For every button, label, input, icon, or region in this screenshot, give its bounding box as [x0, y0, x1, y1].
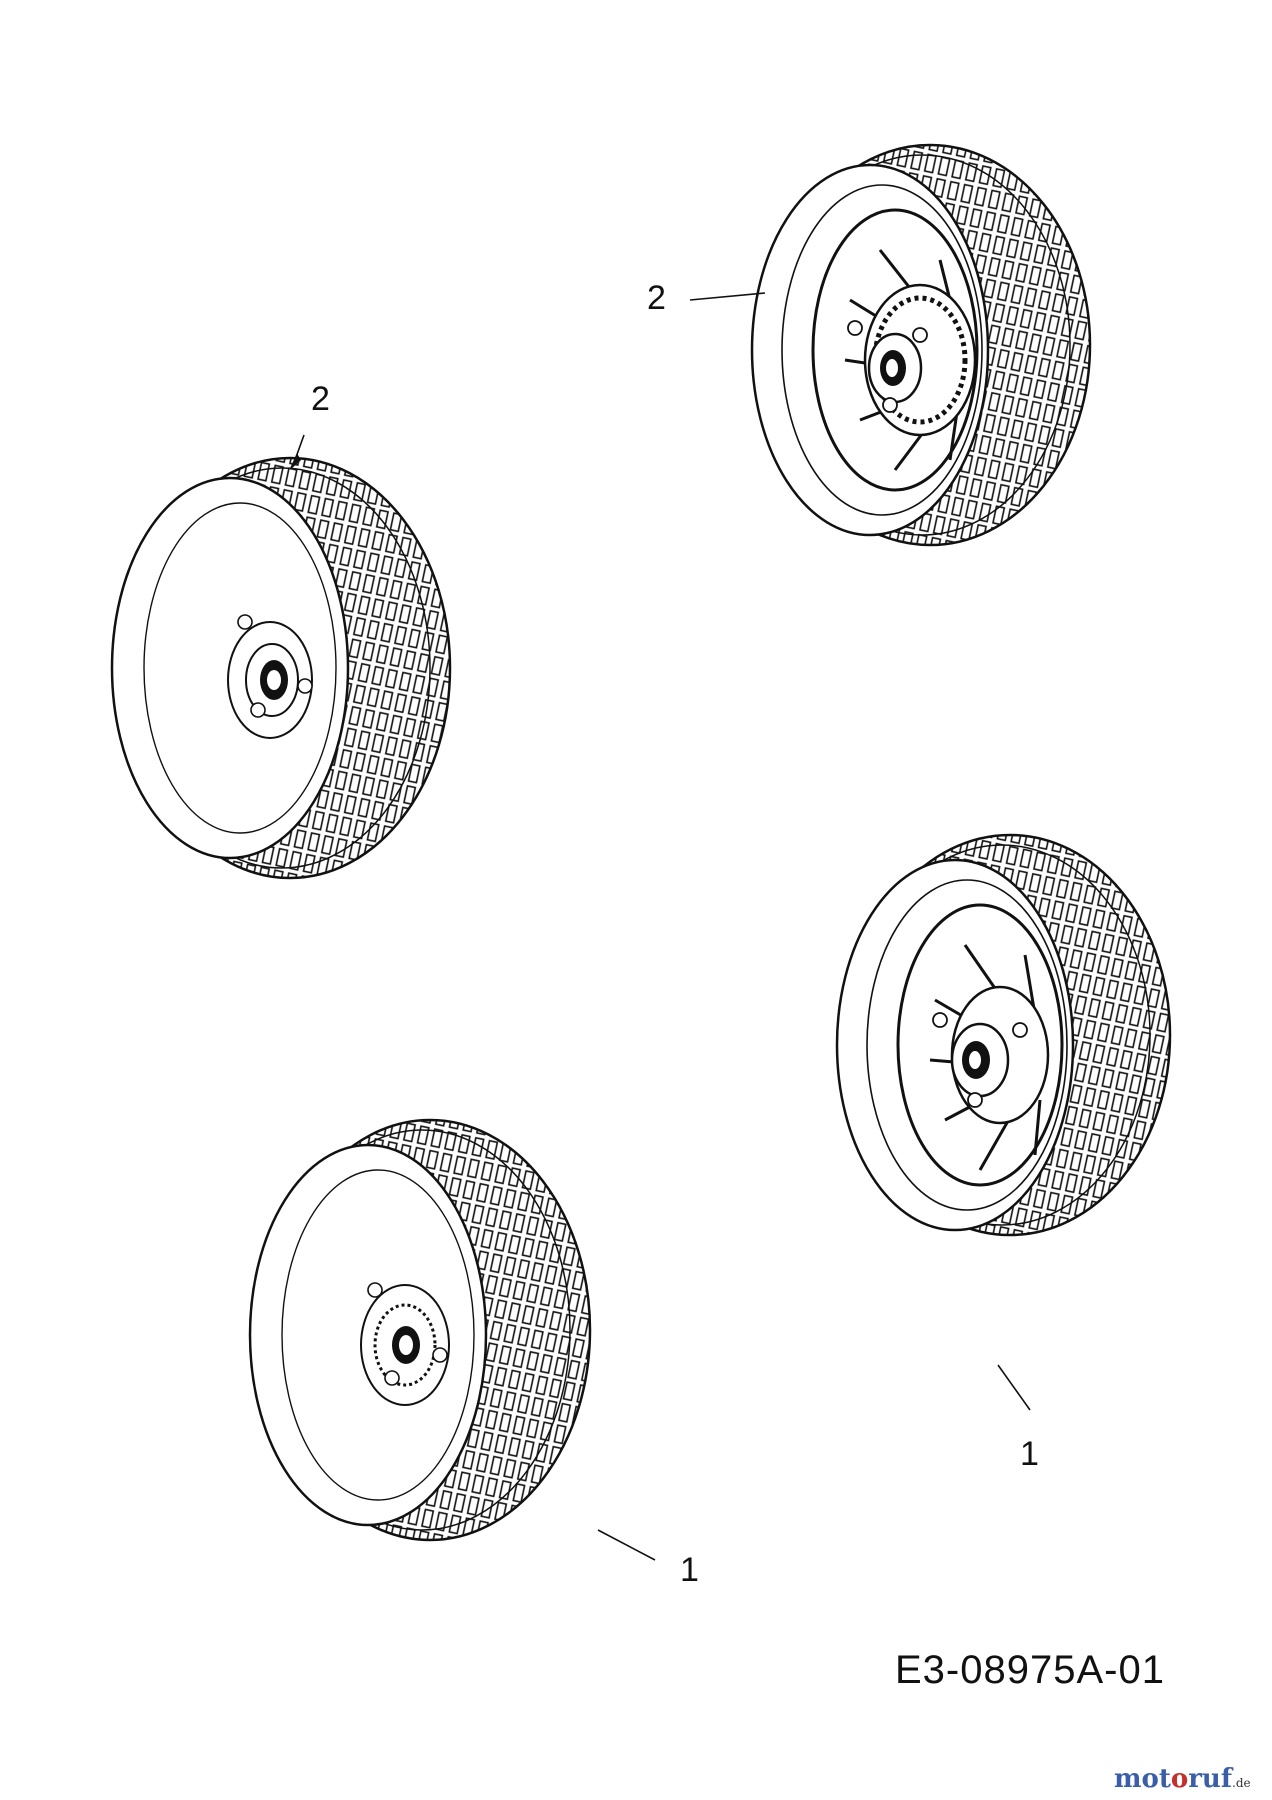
callout-label-2-outer: 2 — [311, 380, 330, 418]
drawing-number: E3-08975A-01 — [895, 1648, 1165, 1692]
logo-part-3: ruf — [1188, 1764, 1233, 1794]
callout-label-1-inner: 1 — [1020, 1435, 1039, 1473]
wheel-2-outer-view — [110, 456, 452, 880]
wheel-1-outer-view — [248, 1118, 592, 1542]
callout-label-2-inner: 2 — [647, 279, 666, 317]
callout-label-1-outer: 1 — [680, 1551, 699, 1589]
wheel-2-inner-view — [750, 143, 1092, 547]
logo-part-1: mot — [1114, 1764, 1171, 1794]
wheel-1-inner-view — [835, 833, 1172, 1237]
logo-suffix: .de — [1232, 1776, 1251, 1790]
motoruf-logo[interactable]: motoruf.de — [1114, 1764, 1251, 1794]
leader-lines — [290, 292, 1031, 1561]
logo-part-2: o — [1170, 1764, 1189, 1794]
